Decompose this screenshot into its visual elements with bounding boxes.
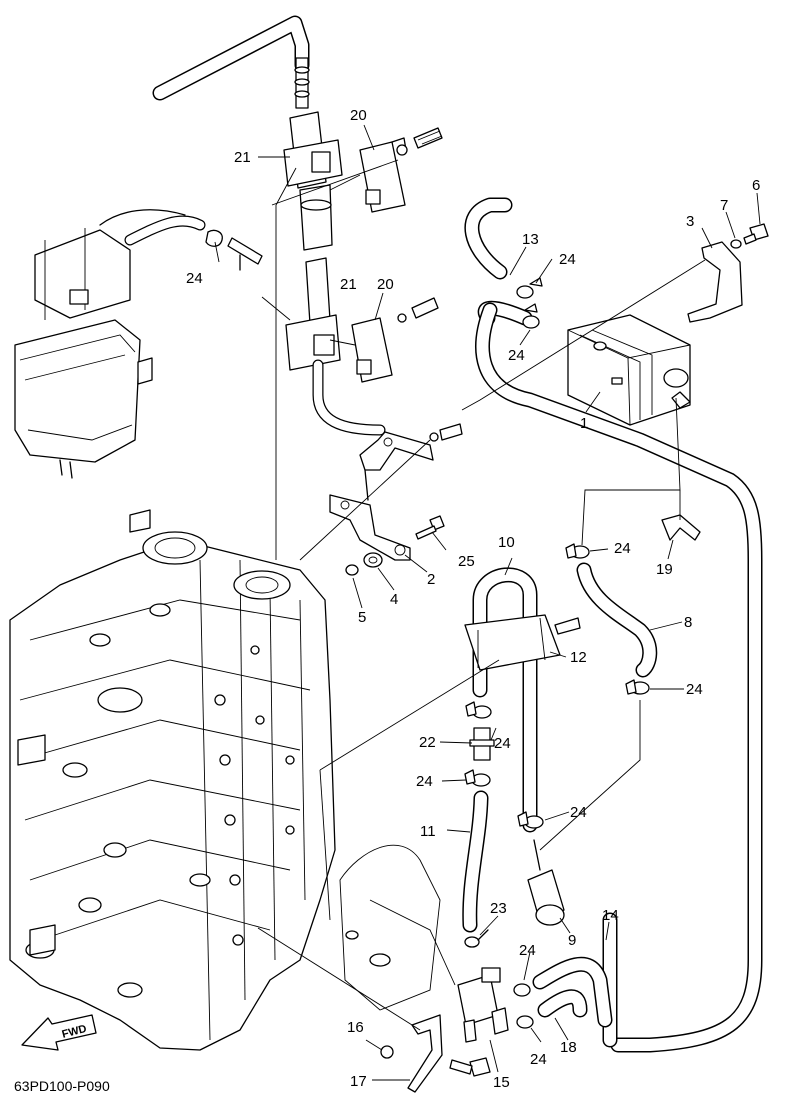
callout-20-middle: 20 — [377, 276, 394, 293]
bracket-2 — [329, 431, 434, 561]
fuel-filter-assembly-illustration — [14, 209, 263, 479]
callout-6: 6 — [752, 177, 760, 194]
clamp-24-joint-top — [465, 701, 492, 719]
vent-hose-8 — [576, 562, 658, 678]
vent-hose-11 — [462, 790, 489, 933]
callout-24-hose8-top: 24 — [614, 540, 631, 557]
bolt-bracket-upper — [429, 423, 463, 442]
callout-7: 7 — [720, 197, 728, 214]
clamp-24-valve9 — [517, 811, 544, 829]
reference-guide-lines — [257, 159, 706, 1031]
callout-9: 9 — [568, 932, 576, 949]
bolt-middle — [397, 297, 439, 323]
callout-14: 14 — [602, 907, 619, 924]
vent-hose-10 — [472, 567, 538, 833]
nut-16 — [380, 1045, 394, 1059]
washer-7 — [730, 239, 742, 249]
clamp-24-hose8-bottom — [625, 679, 650, 695]
callout-labels: 1 2 3 4 5 6 7 8 9 10 11 12 13 14 15 16 1… — [186, 107, 760, 1091]
bolt-bracket17 — [449, 1057, 491, 1077]
grommet-4 — [363, 552, 383, 568]
check-valve-9 — [527, 839, 565, 926]
vent-hose-13 — [464, 197, 533, 326]
vent-hose-18 — [532, 956, 613, 1028]
clamp-24-upper — [516, 277, 543, 329]
callout-15: 15 — [493, 1074, 510, 1091]
diagram-code: 63PD100-P090 — [14, 1078, 110, 1094]
bolt-25 — [415, 515, 445, 540]
callout-24-valve9: 24 — [570, 804, 587, 821]
callout-23: 23 — [490, 900, 507, 917]
callout-24-joint-top: 24 — [494, 735, 511, 752]
connector-clip-middle — [351, 317, 393, 383]
vent-hose-upper — [152, 15, 310, 109]
quick-connector-middle — [285, 257, 386, 436]
callout-24-canister-bottom: 24 — [508, 347, 525, 364]
callout-13: 13 — [522, 231, 539, 248]
callout-24-joint-bottom: 24 — [416, 773, 433, 790]
solenoid-valve-15 — [457, 967, 509, 1043]
quick-connector-upper — [283, 111, 343, 251]
callout-2: 2 — [427, 571, 435, 588]
canister-1 — [567, 314, 691, 426]
callout-17: 17 — [350, 1073, 367, 1090]
connector-clip-upper — [359, 137, 407, 213]
clamp-24-hose8-top — [565, 543, 590, 559]
callout-10: 10 — [498, 534, 515, 551]
holder-19 — [661, 514, 701, 541]
bolt-upper-right — [396, 127, 443, 156]
bracket-17 — [407, 1014, 443, 1093]
callout-16: 16 — [347, 1019, 364, 1036]
clamps-24-solenoid — [513, 983, 534, 1029]
lower-middle-components — [339, 844, 441, 1011]
callout-1: 1 — [580, 415, 588, 432]
engine-block-illustration — [9, 509, 336, 1051]
clip-23 — [464, 929, 489, 948]
callout-11: 11 — [420, 823, 436, 840]
callout-4: 4 — [390, 591, 398, 608]
callout-24-solenoid-top: 24 — [519, 942, 536, 959]
callout-3: 3 — [686, 213, 694, 230]
collar-5 — [345, 564, 359, 576]
joint-22 — [469, 727, 495, 761]
fwd-arrow-icon: FWD — [21, 1014, 97, 1051]
callout-24-filter: 24 — [186, 270, 203, 287]
callout-20-upper: 20 — [350, 107, 367, 124]
callout-12: 12 — [570, 649, 587, 666]
callout-21-middle: 21 — [340, 276, 357, 293]
callout-25: 25 — [458, 553, 475, 570]
callout-24-hose8-bottom: 24 — [686, 681, 703, 698]
canister-bracket-3 — [687, 241, 743, 323]
callout-5: 5 — [358, 609, 366, 626]
callout-8: 8 — [684, 614, 692, 631]
callout-24-solenoid-bottom: 24 — [530, 1051, 547, 1068]
bolt-6 — [743, 223, 769, 245]
clamp-24-joint-bottom — [464, 769, 491, 787]
callout-19: 19 — [656, 561, 673, 578]
hose-clamp-12 — [464, 614, 581, 671]
callout-22: 22 — [419, 734, 436, 751]
callout-21-upper: 21 — [234, 149, 251, 166]
callout-leaders — [214, 124, 761, 1081]
callout-24-canister-top: 24 — [559, 251, 576, 268]
callout-18: 18 — [560, 1039, 577, 1056]
